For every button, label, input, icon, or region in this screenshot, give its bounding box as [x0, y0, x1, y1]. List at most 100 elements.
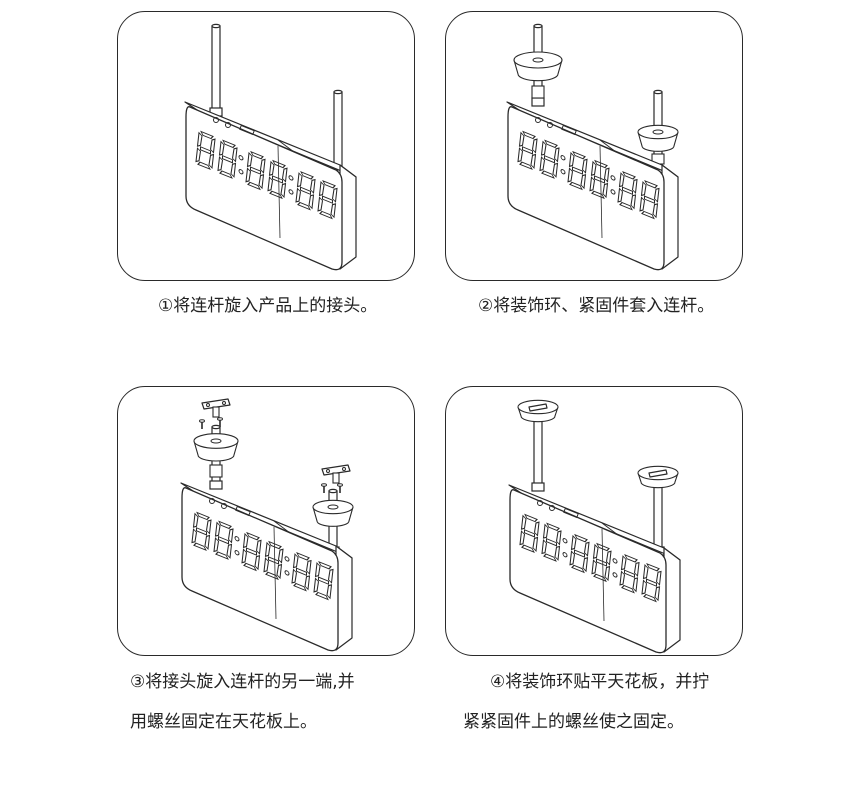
- digit: [619, 554, 640, 594]
- fastener: [531, 85, 545, 99]
- clock-digits: [517, 130, 660, 220]
- step-4-caption-line2: 紧紧固件上的螺丝使之固定。: [463, 712, 684, 732]
- clock-seam-front: [277, 145, 281, 239]
- clock-seam-front: [601, 528, 605, 622]
- bracket-hole: [206, 403, 210, 407]
- digit: [641, 562, 662, 603]
- colon-dot: [612, 572, 618, 578]
- step-3-caption-line1: ③将接头旋入连杆的另一端,并: [130, 672, 355, 692]
- screw-head: [321, 483, 327, 487]
- bracket-plate: [648, 469, 668, 478]
- step-3-caption-line2: 用螺丝固定在天花板上。: [130, 712, 317, 732]
- screw-head: [199, 419, 205, 423]
- ring-hole: [532, 57, 544, 63]
- bracket-neck: [212, 406, 220, 418]
- step-4-caption-line1: ④将装饰环贴平天花板，并拧: [490, 672, 710, 692]
- clock-button: [547, 122, 553, 128]
- colon-dot: [238, 154, 244, 161]
- ceiling-bracket-icon: [321, 464, 351, 484]
- clock-seam-front: [599, 145, 603, 239]
- digit: [539, 139, 560, 179]
- clock-button: [549, 505, 555, 511]
- digit: [217, 139, 238, 179]
- ring-hole: [652, 129, 664, 135]
- clock-digits: [195, 130, 338, 220]
- digit: [191, 511, 212, 552]
- screw-icon: [337, 483, 343, 493]
- step-2-illustration: [506, 23, 679, 271]
- decorative-ring-icon: [637, 124, 679, 152]
- colon-dot: [560, 154, 566, 161]
- clock-front-face: [185, 106, 343, 271]
- clock-digits: [519, 513, 662, 603]
- bracket-neck: [332, 472, 340, 484]
- clock-digits: [191, 511, 334, 601]
- decorative-ring-icon: [513, 51, 563, 82]
- clock-label: [239, 124, 255, 136]
- rod-icon: [209, 23, 223, 117]
- digit: [263, 540, 284, 581]
- screw-icon: [321, 483, 327, 493]
- bracket-hole: [342, 467, 346, 471]
- digit: [541, 522, 562, 562]
- digit: [589, 159, 610, 200]
- fastener: [209, 464, 223, 478]
- step-4-panel: [445, 386, 743, 656]
- clock-seam: [273, 520, 291, 534]
- step-1-panel: [117, 11, 415, 281]
- decorative-ring-icon: [517, 399, 559, 423]
- colon-dot: [288, 189, 294, 195]
- digit: [519, 513, 540, 554]
- colon-dot: [238, 168, 244, 175]
- digit: [295, 171, 316, 211]
- bracket-hole: [326, 469, 330, 473]
- digit: [213, 520, 234, 560]
- digit: [313, 560, 334, 601]
- clock-label: [561, 124, 577, 136]
- rod-joint: [209, 480, 223, 490]
- clock-label: [235, 505, 251, 517]
- colon-dot: [284, 570, 290, 576]
- screw-icon: [199, 419, 205, 429]
- clock-front-face: [507, 106, 665, 271]
- screw-icon: [217, 417, 223, 427]
- step-2-panel: [445, 11, 743, 281]
- rod-top: [211, 424, 221, 430]
- colon-dot: [284, 556, 290, 562]
- digit: [317, 179, 338, 220]
- step-3-panel: [117, 386, 415, 656]
- clock-front-face: [181, 487, 339, 652]
- colon-dot: [610, 175, 616, 181]
- rod-top: [653, 89, 663, 95]
- rod-top: [533, 23, 543, 29]
- rod-top: [328, 488, 338, 494]
- digit: [569, 533, 590, 574]
- ceiling-bracket-icon: [201, 398, 231, 418]
- digit: [267, 159, 288, 200]
- clock-seam: [599, 139, 617, 153]
- digit: [291, 552, 312, 592]
- clock-button: [225, 122, 231, 128]
- step-1-caption: ①将连杆旋入产品上的接头。: [158, 296, 378, 316]
- decorative-ring-icon: [193, 433, 239, 462]
- digit: [639, 179, 660, 220]
- screw-head: [337, 483, 343, 487]
- digital-clock-icon: [508, 484, 681, 654]
- colon-dot: [560, 168, 566, 175]
- colon-dot: [562, 537, 568, 544]
- digit: [567, 150, 588, 191]
- digit: [617, 171, 638, 211]
- bracket-hole: [222, 401, 226, 405]
- colon-dot: [288, 175, 294, 181]
- rod-top: [333, 89, 343, 95]
- clock-button: [221, 503, 227, 509]
- colon-dot: [562, 551, 568, 558]
- rod-top: [211, 23, 221, 29]
- colon-dot: [234, 535, 240, 542]
- digit: [241, 531, 262, 572]
- decorative-ring-icon: [637, 465, 679, 489]
- digit: [591, 542, 612, 583]
- step-1-illustration: [184, 23, 357, 271]
- clock-seam: [601, 522, 619, 536]
- digital-clock-icon: [180, 482, 353, 652]
